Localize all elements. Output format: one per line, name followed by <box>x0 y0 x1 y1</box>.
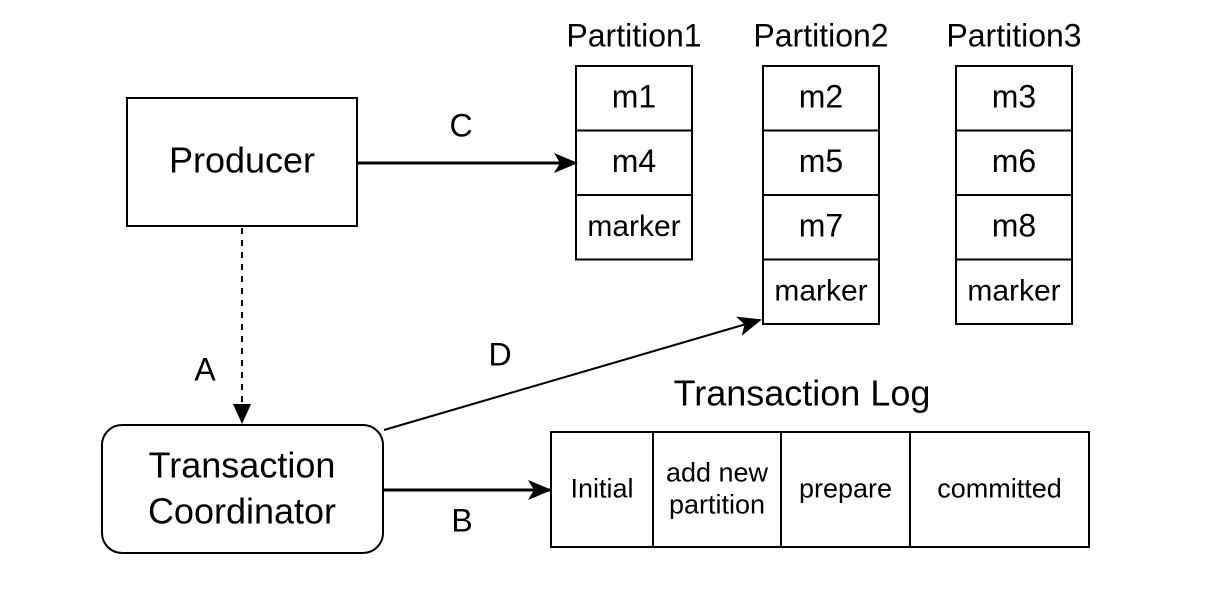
transaction-log-cell <box>652 431 782 548</box>
producer-node: Producer <box>126 97 358 227</box>
transaction-log-cell-label: Initial <box>570 474 633 504</box>
partition-3-cell-label: m3 <box>992 79 1036 115</box>
arrow-b-label: B <box>451 502 472 538</box>
partition-3-cell <box>955 129 1073 196</box>
arrow-c: C <box>358 107 578 173</box>
partition-3-cell-label: marker <box>967 275 1060 308</box>
transaction-log-title: Transaction Log <box>674 373 931 414</box>
producer-label: Producer <box>169 140 315 181</box>
arrow-c-label: C <box>449 107 472 143</box>
coordinator-label-line1: Transaction <box>149 445 336 486</box>
arrow-a-head <box>233 404 251 424</box>
coordinator-label-line2: Coordinator <box>148 491 336 532</box>
transaction-log-cell-label: partition <box>669 490 765 520</box>
partition-2-title: Partition2 <box>753 17 888 53</box>
partition-2-cell-label: m2 <box>799 79 843 115</box>
transaction-log-cell <box>780 431 911 548</box>
partition-3-title: Partition3 <box>946 17 1081 53</box>
partition-1-title: Partition1 <box>566 17 701 53</box>
partitions-group: Partition1 m1 m4 marker Partition2 m2 m5 m7 mark… <box>566 17 1082 325</box>
partition-2-cell-label: m7 <box>799 208 843 244</box>
partition-1-cell <box>575 129 693 196</box>
transaction-log-cell <box>909 431 1090 548</box>
transaction-log-cell-label: prepare <box>799 474 892 504</box>
partition-2-cell <box>762 194 880 261</box>
arrow-d-line <box>383 316 762 431</box>
partition-1-cell-label: m4 <box>612 143 656 179</box>
arrow-b: B <box>384 480 552 538</box>
partition-3-cell-label: m8 <box>992 208 1036 244</box>
partition-3-cell <box>955 258 1073 325</box>
arrow-d: D <box>383 316 762 431</box>
partition-3-cell-label: m6 <box>992 143 1036 179</box>
arrow-a-label: A <box>194 351 216 387</box>
transaction-log-cell <box>550 431 654 548</box>
partition-1-cell-label: marker <box>587 210 680 243</box>
partition-2-cell <box>762 258 880 325</box>
partition-2-cell-label: m5 <box>799 143 843 179</box>
transaction-log-cell-label: add new <box>666 458 769 488</box>
partition-2-cell-label: marker <box>774 275 867 308</box>
producer-box <box>126 97 358 227</box>
coordinator-node: Transaction Coordinator <box>101 424 384 554</box>
partition-1-cell <box>575 194 693 261</box>
partition-1-cell-label: m1 <box>612 79 656 115</box>
transaction-log-cell-label: committed <box>937 474 1062 504</box>
arrow-a: A <box>194 228 251 424</box>
arrow-d-label: D <box>488 336 511 372</box>
partition-3-cell <box>955 65 1073 132</box>
partition-1-cell <box>575 65 693 132</box>
coordinator-box <box>101 424 384 554</box>
